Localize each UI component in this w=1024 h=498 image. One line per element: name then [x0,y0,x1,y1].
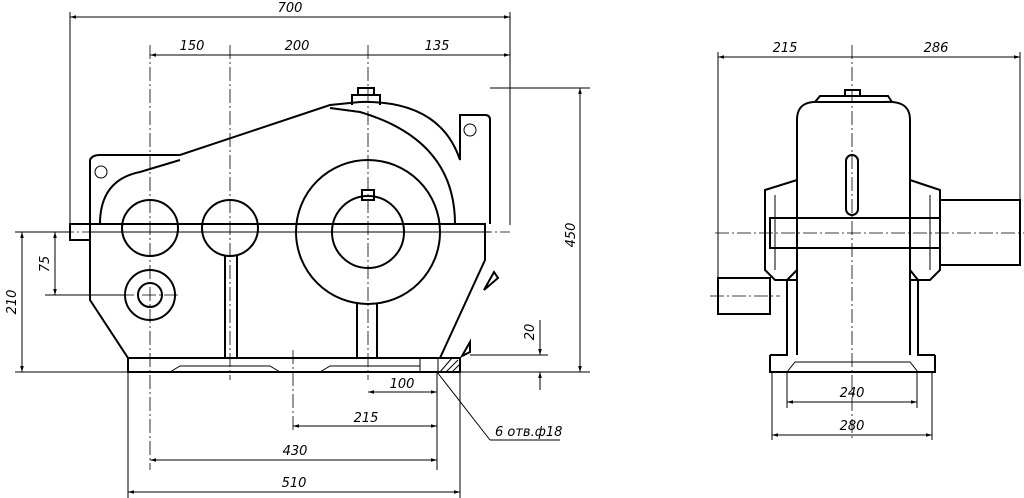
cover [89,100,491,224]
lower-housing [89,240,486,359]
dim-240: 240 [840,386,865,401]
dim-135: 135 [425,39,450,54]
dim-430: 430 [283,444,308,459]
side-body [796,100,911,355]
dim-200: 200 [285,39,310,54]
dim-450: 450 [564,223,579,248]
left-bearing-cap [764,178,798,281]
dim-286: 286 [924,41,949,56]
lug-hole [463,123,477,137]
dim-150: 150 [180,39,205,54]
side-view: 215 286 240 280 [710,41,1024,440]
front-view: 700 150 200 135 450 210 75 20 100 215 43… [5,1,590,498]
dim-700: 700 [278,1,303,16]
dim-210: 210 [5,290,20,315]
hole-note: 6 отв.ф18 [495,425,562,440]
output-shaft-end [940,199,1021,266]
dim-75: 75 [38,256,53,273]
right-bearing-cap [909,178,941,281]
dim-215-side: 215 [773,41,798,56]
dim-100: 100 [390,377,415,392]
dim-20: 20 [523,324,538,341]
dim-215: 215 [354,411,379,426]
dim-280: 280 [840,419,865,434]
input-shaft [717,277,771,315]
base-plate [127,357,461,373]
dim-510: 510 [282,476,307,491]
lug-hole [94,165,108,179]
